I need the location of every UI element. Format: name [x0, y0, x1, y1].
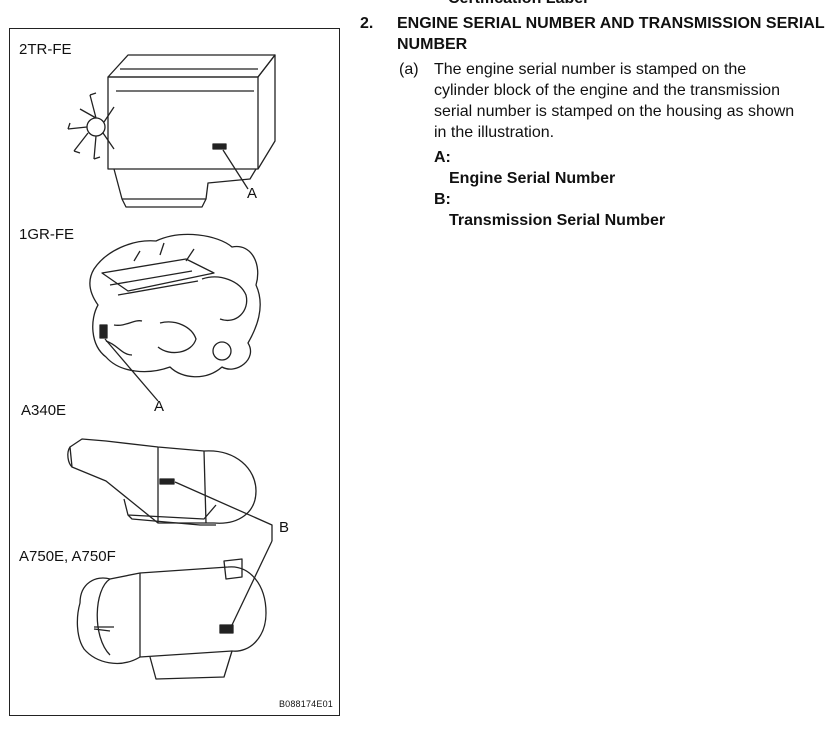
callout-a-lower: A — [154, 398, 165, 415]
step-text: The engine serial number is stamped on t… — [434, 61, 795, 141]
illustration-panel: 2TR-FE 1GR-FE A340E A750E, A750F A A B B… — [9, 28, 340, 716]
legend-key-a: A: — [434, 149, 451, 166]
step-label: (a) — [399, 61, 419, 78]
engine-1grfe-drawing — [89, 233, 261, 402]
callout-a-upper: A — [247, 185, 258, 202]
legend-key-b: B: — [434, 191, 451, 208]
transmission-a750-drawing — [76, 540, 273, 680]
cut-off-heading: Certification Label — [448, 0, 588, 8]
figure-code: B088174E01 — [278, 699, 333, 709]
section-title: ENGINE SERIAL NUMBER AND TRANSMISSION SE… — [397, 15, 825, 53]
transmission-a340e-label: A340E — [21, 402, 67, 419]
transmission-a750-label: A750E, A750F — [19, 548, 116, 565]
engine-2trfe-drawing — [67, 54, 276, 208]
engine-1grfe-label: 1GR-FE — [19, 226, 75, 243]
callout-b: B — [279, 519, 290, 536]
transmission-a340e-drawing — [67, 438, 273, 541]
legend-value-a: Engine Serial Number — [449, 170, 616, 187]
legend-value-b: Transmission Serial Number — [449, 212, 666, 229]
engine-transmission-illustration — [67, 54, 276, 680]
section-number: 2. — [360, 15, 374, 32]
engine-2trfe-label: 2TR-FE — [19, 41, 72, 58]
